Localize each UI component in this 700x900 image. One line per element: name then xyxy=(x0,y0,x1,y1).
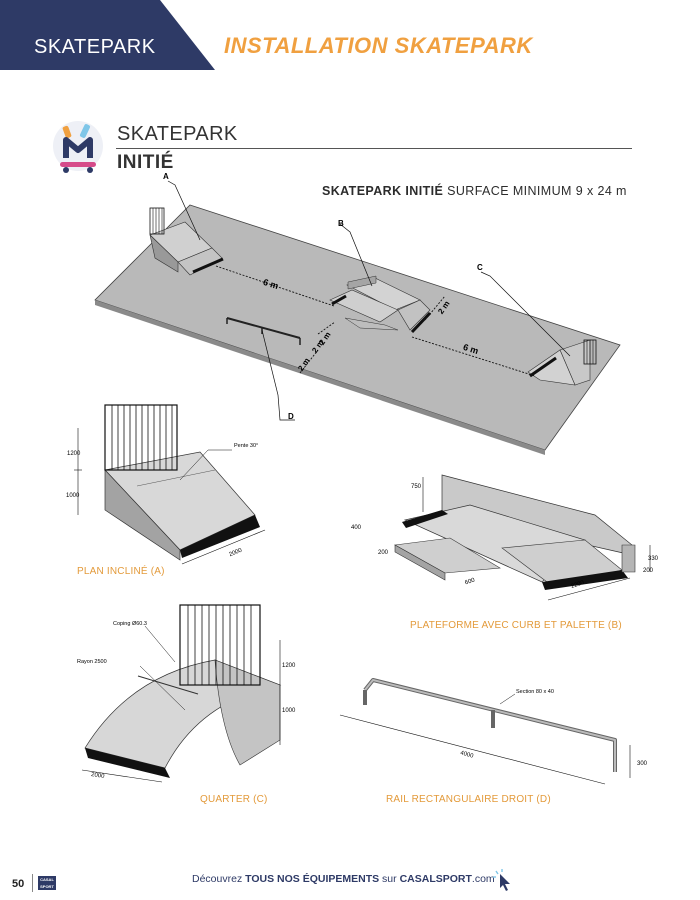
module-c-radius: Rayon 2500 xyxy=(77,659,107,665)
module-a-slope: Pente 30° xyxy=(234,443,259,449)
module-a-caption: PLAN INCLINÉ (A) xyxy=(77,566,165,577)
module-b-drawing xyxy=(394,474,651,601)
casal-sport-logo-top: CASAL xyxy=(40,877,54,882)
module-a-drawing xyxy=(74,404,266,565)
overview-module-c xyxy=(527,339,597,386)
footer-bold: TOUS NOS ÉQUIPEMENTS xyxy=(245,873,380,885)
module-b-dim-low: 200 xyxy=(378,550,389,556)
module-c-caption: QUARTER (C) xyxy=(200,794,268,805)
surface-text: SURFACE MINIMUM 9 x 24 m xyxy=(447,184,627,198)
overview-label-b: B xyxy=(338,219,344,228)
surface-prefix: SKATEPARK INITIÉ xyxy=(322,184,444,198)
section-title: SKATEPARK xyxy=(117,123,238,145)
module-b-dim-right-a: 330 xyxy=(648,556,659,562)
module-b-caption: PLATEFORME AVEC CURB ET PALETTE (B) xyxy=(410,620,622,631)
overview-module-d xyxy=(226,317,301,345)
section-level: INITIÉ xyxy=(117,152,174,173)
module-b-dim-right-b: 200 xyxy=(643,568,654,574)
page-number: 50 xyxy=(12,878,25,890)
casal-sport-logo: CASAL SPORT xyxy=(38,876,56,890)
module-d-section: Section 80 x 40 xyxy=(516,689,554,695)
page-title: INSTALLATION SKATEPARK xyxy=(224,33,533,58)
overview-module-a xyxy=(149,207,224,276)
footer-promo: Découvrez TOUS NOS ÉQUIPEMENTS sur CASAL… xyxy=(192,873,495,885)
module-d-caption: RAIL RECTANGULAIRE DROIT (D) xyxy=(386,794,551,805)
footer-site-link[interactable]: CASALSPORT xyxy=(399,873,472,885)
click-cursor-icon xyxy=(493,869,510,891)
module-d-height: 300 xyxy=(637,761,648,767)
casal-sport-logo-bottom: SPORT xyxy=(40,884,54,889)
module-a-dim-bottom: 1000 xyxy=(66,493,80,499)
header-section-label: SKATEPARK xyxy=(34,36,156,58)
module-c-dim-bottom: 1000 xyxy=(282,708,296,714)
module-a-dim-top: 1200 xyxy=(67,451,81,457)
footer-middle: sur xyxy=(382,873,397,885)
footer-divider xyxy=(32,874,33,892)
module-b-dim-mid: 400 xyxy=(351,525,362,531)
overview-label-c: C xyxy=(477,263,483,272)
overview-label-d: D xyxy=(288,412,294,421)
module-d-drawing xyxy=(339,678,631,785)
module-c-drawing xyxy=(81,604,282,783)
overview-module-b xyxy=(329,275,432,334)
surface-info: SKATEPARK INITIÉ SURFACE MINIMUM 9 x 24 … xyxy=(322,184,627,198)
footer-domain[interactable]: .com xyxy=(471,873,495,885)
module-c-dim-top: 1200 xyxy=(282,663,296,669)
skater-m-logo-icon xyxy=(53,121,103,173)
module-c-coping: Coping Ø60.3 xyxy=(113,621,147,627)
overview-label-a: A xyxy=(163,172,169,181)
module-b-dim-top: 750 xyxy=(411,484,422,490)
section-divider xyxy=(116,148,632,149)
footer-prefix: Découvrez xyxy=(192,873,243,885)
